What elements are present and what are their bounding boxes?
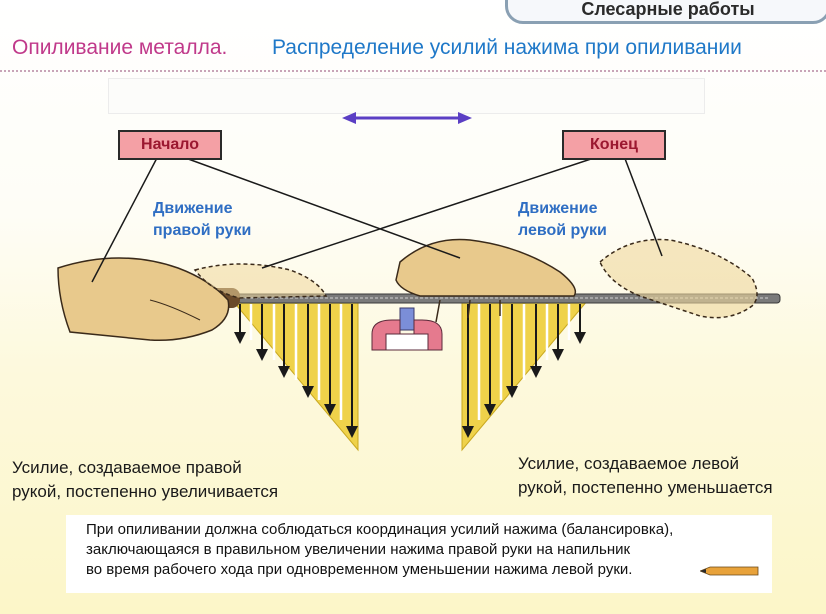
left-hand-start: [395, 238, 577, 323]
title-divider: [0, 70, 826, 72]
caption-line: левой руки: [518, 222, 607, 239]
section-header-tab: Слесарные работы: [505, 0, 826, 24]
pencil-icon: [700, 566, 759, 576]
right-hand-effort-caption: Усилие, создаваемое правой рукой, постеп…: [12, 456, 278, 504]
caption-line: правой руки: [153, 222, 252, 239]
start-label: Начало: [118, 130, 222, 160]
topic-title: Опиливание металла.: [12, 36, 228, 59]
right-hand-movement-caption: Движение правой руки: [153, 198, 251, 242]
caption-line: рукой, постепенно уменьшается: [518, 478, 773, 497]
left-hand-end-outline: [599, 238, 758, 319]
right-hand-start: [57, 257, 230, 342]
page-title: Распределение усилий нажима при опиливан…: [272, 36, 742, 59]
section-title: Слесарные работы: [581, 0, 755, 19]
caption-line: Движение: [518, 200, 598, 217]
note-line: во время рабочего хода при одновременном…: [86, 561, 633, 578]
left-hand-effort-caption: Усилие, создаваемое левой рукой, постепе…: [518, 452, 773, 500]
double-arrow-icon: [342, 112, 472, 124]
balancing-note: При опиливании должна соблюдаться коорди…: [66, 515, 772, 593]
caption-line: Усилие, создаваемое левой: [518, 454, 739, 473]
caption-line: Усилие, создаваемое правой: [12, 458, 242, 477]
leader-lines: [91, 155, 663, 283]
right-hand-effort-diagram: [230, 299, 359, 452]
note-line: При опиливании должна соблюдаться коорди…: [86, 521, 674, 538]
faded-caption-box: [108, 78, 705, 114]
left-hand-effort-diagram: [461, 299, 590, 452]
caption-line: Движение: [153, 200, 233, 217]
right-hand-end-outline: [193, 263, 328, 299]
end-label: Конец: [562, 130, 666, 160]
caption-line: рукой, постепенно увеличивается: [12, 482, 279, 501]
left-hand-movement-caption: Движение левой руки: [518, 198, 607, 242]
vise-icon: [371, 307, 443, 351]
note-line: заключающаяся в правильном увеличении на…: [86, 541, 631, 558]
